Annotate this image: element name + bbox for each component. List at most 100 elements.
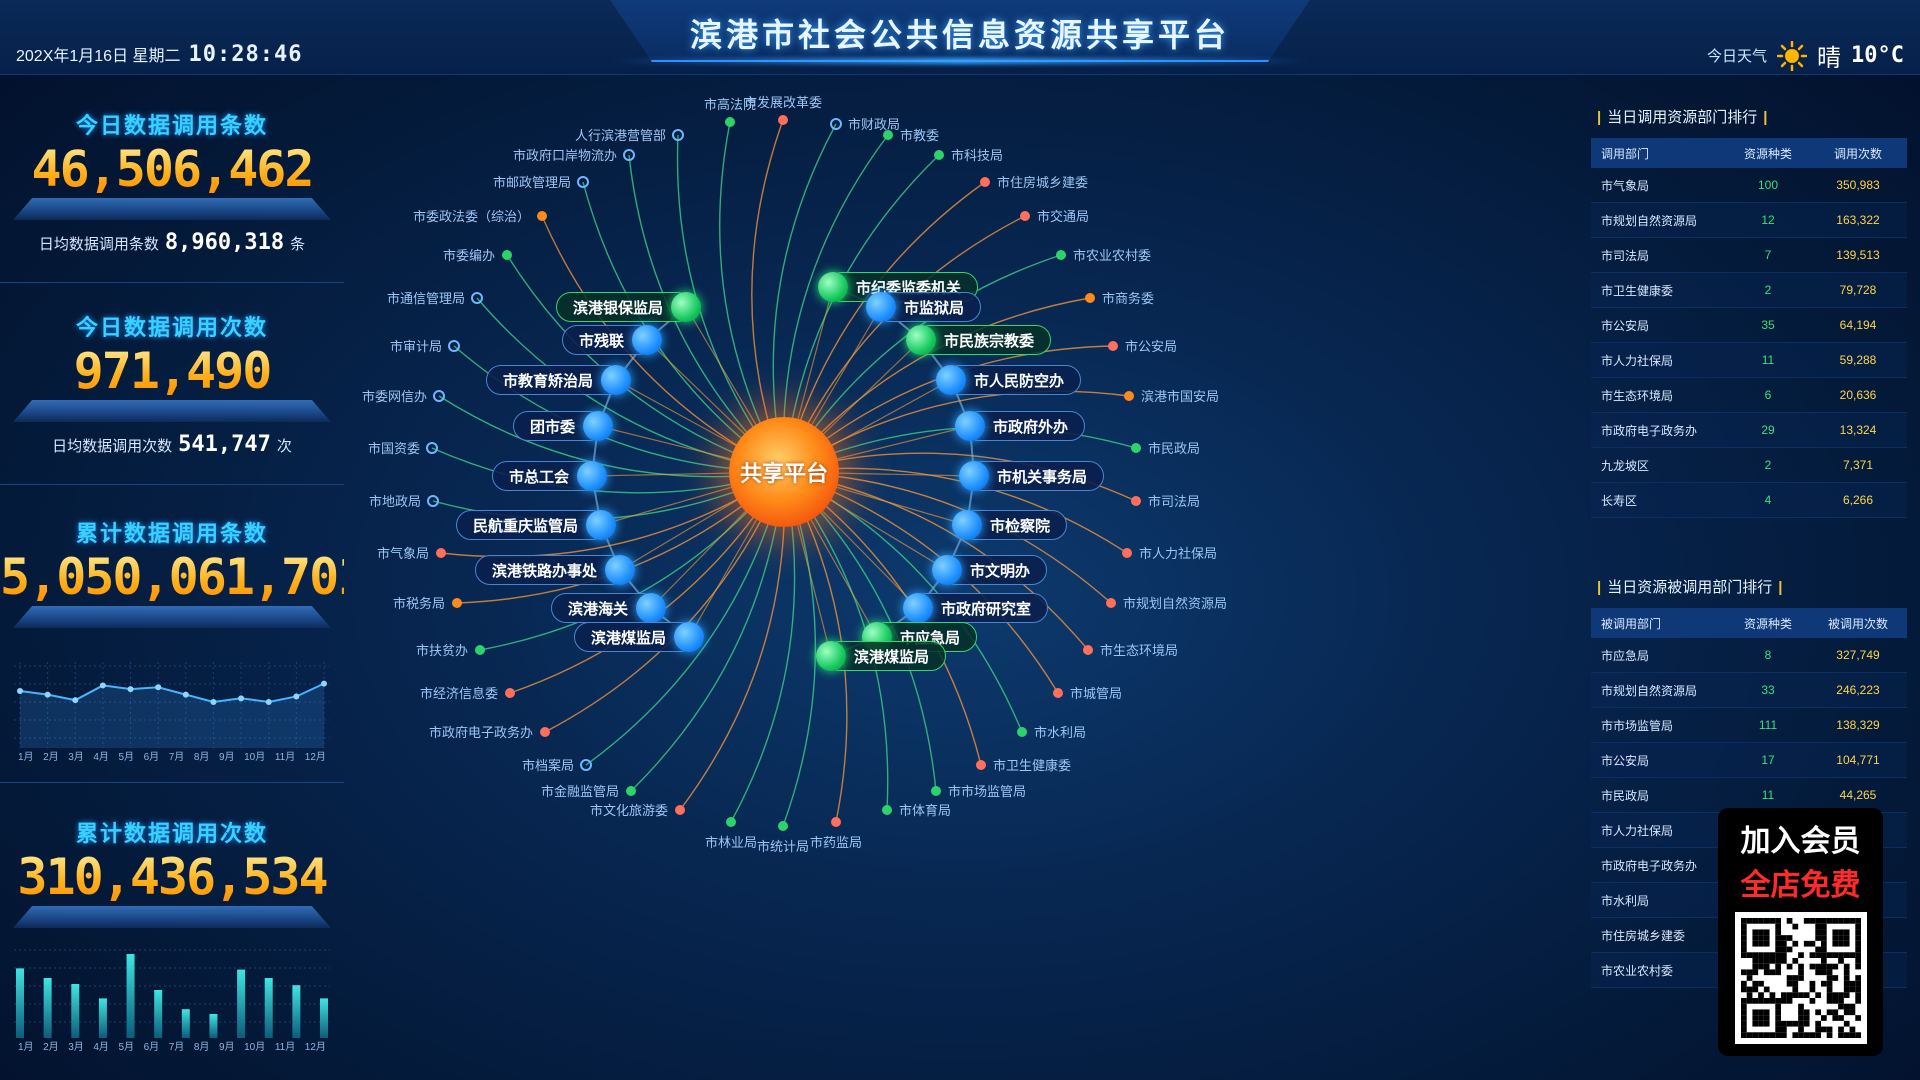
outer-node-label[interactable]: 市卫生健康委 — [993, 758, 1072, 773]
bar-mark — [126, 954, 135, 1038]
outer-node-label[interactable]: 市统计局 — [757, 839, 810, 854]
outer-node-label[interactable]: 滨港市国安局 — [1141, 389, 1220, 404]
inner-node-pill[interactable]: 市教育矫治局 — [486, 365, 623, 395]
month-label: 4月 — [93, 1042, 109, 1053]
outer-node-dot — [623, 149, 635, 161]
inner-node-ball[interactable] — [866, 292, 896, 322]
line-chart-svg — [14, 662, 330, 748]
outer-node-label[interactable]: 市生态环境局 — [1100, 643, 1179, 658]
outer-node-label[interactable]: 市农业农村委 — [1073, 248, 1152, 263]
table-cell: 33 — [1761, 683, 1775, 697]
outer-node-label[interactable]: 市商务委 — [1102, 291, 1155, 306]
outer-node-dot — [675, 805, 685, 815]
month-label: 3月 — [68, 752, 84, 763]
table-cell: 市水利局 — [1601, 893, 1650, 908]
inner-node-pill[interactable]: 滨港煤监局 — [825, 641, 947, 671]
bar-mark — [320, 998, 328, 1038]
outer-node-label[interactable]: 市公安局 — [1125, 339, 1178, 354]
inner-node-pill[interactable]: 滨港银保监局 — [556, 292, 693, 322]
outer-node-label[interactable]: 市政府电子政务办 — [429, 725, 534, 740]
outer-node-label[interactable]: 市住房城乡建委 — [997, 175, 1089, 190]
inner-node-ball[interactable] — [952, 510, 982, 540]
inner-node-ball[interactable] — [932, 555, 962, 585]
outer-node-label[interactable]: 市地政局 — [369, 494, 422, 509]
inner-node-ball[interactable] — [671, 292, 701, 322]
inner-node-pill[interactable]: 市政府研究室 — [912, 593, 1049, 623]
month-label: 11月 — [274, 752, 296, 763]
outer-node-dot — [931, 786, 941, 796]
outer-node-dot — [475, 645, 485, 655]
outer-node-label[interactable]: 市科技局 — [951, 148, 1004, 163]
outer-node-label[interactable]: 市审计局 — [390, 339, 443, 354]
outer-node-label[interactable]: 市国资委 — [368, 441, 421, 456]
outer-node-label[interactable]: 市药监局 — [810, 835, 863, 850]
outer-node-label[interactable]: 市邮政管理局 — [493, 175, 572, 190]
outer-node-label[interactable]: 市气象局 — [377, 546, 430, 561]
outer-node-label[interactable]: 市林业局 — [705, 835, 758, 850]
hub-node[interactable]: 共享平台 — [729, 417, 839, 527]
inner-node-ball[interactable] — [674, 622, 704, 652]
month-label: 9月 — [219, 1042, 235, 1053]
outer-node-label[interactable]: 市委网信办 — [362, 389, 428, 404]
outer-node-label[interactable]: 市教委 — [900, 128, 940, 143]
month-label: 5月 — [118, 752, 135, 763]
inner-node-ball[interactable] — [632, 325, 662, 355]
outer-node-label[interactable]: 市体育局 — [899, 803, 952, 818]
inner-node-ball[interactable] — [586, 510, 616, 540]
bar-mark — [292, 985, 301, 1038]
outer-node-dot — [436, 548, 446, 558]
outer-node-label[interactable]: 市司法局 — [1148, 494, 1201, 509]
outer-node-label[interactable]: 市城管局 — [1070, 686, 1123, 701]
inner-node-ball[interactable] — [601, 365, 631, 395]
inner-node-pill[interactable]: 市人民防空办 — [945, 365, 1082, 395]
month-label: 10月 — [244, 1042, 266, 1053]
inner-node-ball[interactable] — [959, 461, 989, 491]
outer-node-label[interactable]: 市委政法委（综治） — [413, 209, 531, 224]
inner-node-ball[interactable] — [906, 325, 936, 355]
outer-node-label[interactable]: 市人力社保局 — [1139, 546, 1218, 561]
outer-node-label[interactable]: 市高法院 — [704, 97, 757, 112]
outer-node-label[interactable]: 市通信管理局 — [387, 291, 466, 306]
outer-node-label[interactable]: 人行滨港营管部 — [575, 128, 667, 143]
outer-node-label[interactable]: 市金融监管局 — [541, 784, 620, 799]
inner-node-ball[interactable] — [936, 365, 966, 395]
divider — [0, 484, 344, 485]
table-cell: 35 — [1761, 318, 1775, 332]
table-cell: 44,265 — [1839, 788, 1877, 802]
inner-node-ball[interactable] — [903, 593, 933, 623]
outer-node-label[interactable]: 市发展改革委 — [744, 95, 823, 110]
inner-node-ball[interactable] — [955, 411, 985, 441]
inner-node-ball[interactable] — [816, 641, 846, 671]
outer-node-label[interactable]: 市政府口岸物流办 — [513, 148, 618, 163]
outer-node-label[interactable]: 市税务局 — [393, 596, 446, 611]
promo-badge[interactable]: 加入会员 全店免费 — [1718, 808, 1883, 1056]
outer-node-label[interactable]: 市文化旅游委 — [590, 803, 669, 818]
inner-node-ball[interactable] — [577, 461, 607, 491]
column-header: 资源种类 — [1743, 616, 1792, 631]
outer-node-label[interactable]: 市规划自然资源局 — [1123, 596, 1228, 611]
outer-node-label[interactable]: 市委编办 — [443, 248, 496, 263]
inner-node-ball[interactable] — [583, 411, 613, 441]
outer-node-dot — [778, 821, 788, 831]
outer-node-label[interactable]: 市交通局 — [1037, 209, 1090, 224]
inner-node-ball[interactable] — [605, 555, 635, 585]
inner-node-pill[interactable]: 滨港铁路办事处 — [475, 555, 627, 585]
inner-node-pill[interactable]: 滨港煤监局 — [574, 622, 696, 652]
inner-node-pill[interactable]: 市机关事务局 — [968, 461, 1105, 491]
outer-node-label[interactable]: 市财政局 — [848, 117, 901, 132]
outer-node-label[interactable]: 市水利局 — [1034, 725, 1087, 740]
outer-node-label[interactable]: 市档案局 — [522, 758, 575, 773]
outer-node-label[interactable]: 市扶贫办 — [416, 643, 469, 658]
outer-node-dot — [1108, 341, 1118, 351]
outer-node-label[interactable]: 市市场监管局 — [948, 784, 1027, 799]
outer-node-label[interactable]: 市民政局 — [1148, 441, 1201, 456]
inner-node-pill[interactable]: 市民族宗教委 — [915, 325, 1052, 355]
inner-node-pill[interactable]: 民航重庆监管局 — [456, 510, 608, 540]
inner-node-ball[interactable] — [818, 272, 848, 302]
inner-node-ball[interactable] — [636, 593, 666, 623]
outer-node-label[interactable]: 市经济信息委 — [420, 686, 499, 701]
